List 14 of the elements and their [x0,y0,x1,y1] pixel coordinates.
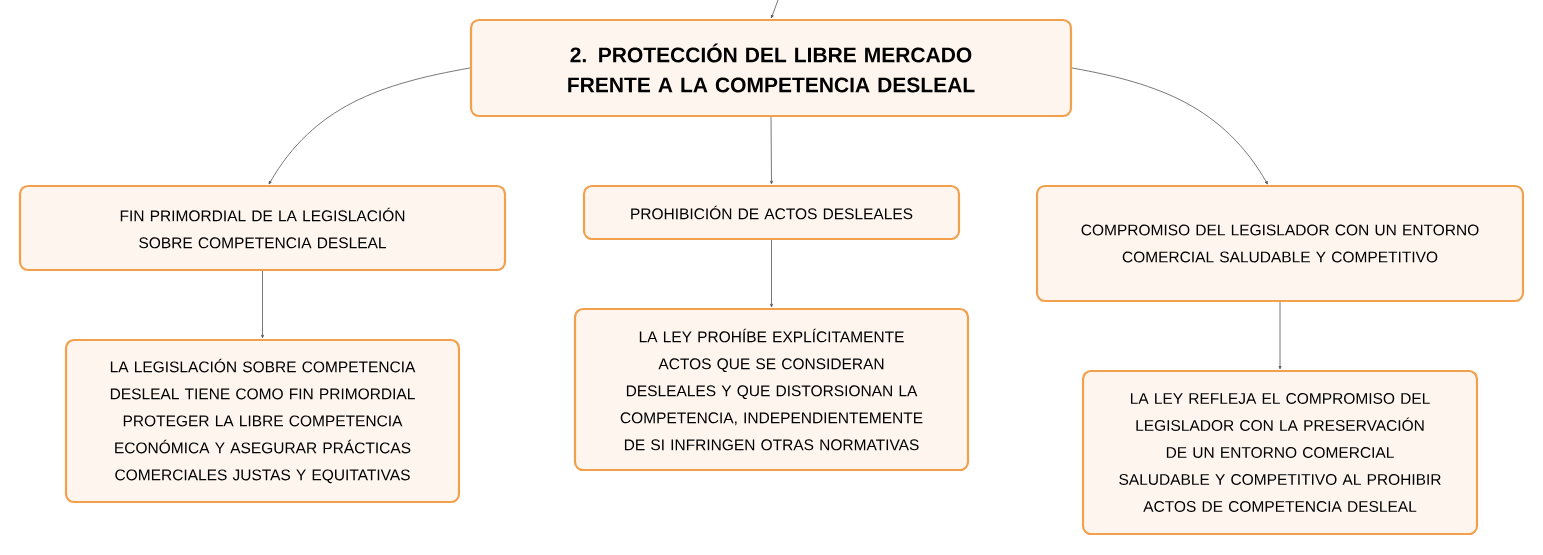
topic-box: COMPROMISO DEL LEGISLADOR CON UN ENTORNO COMERCIAL SALUDABLE Y COMPETITIVO [1035,184,1525,303]
arrow [770,0,779,19]
topic-box: PROHIBICIÓN DE ACTOS DESLEALES [582,184,961,241]
topic-box: 2. PROTECCIÓN DEL LIBRE MERCADO FRENTE A LA COMPETENCIA DESLEAL [469,18,1073,118]
arrow [261,270,264,339]
topic-box: LA LEY PROHÍBE EXPLÍCITAMENTE ACTOS QUE SE CONSIDERAN DESLEALES Y QUE DISTORSIONAN LA COMPETENCIA, INDEPENDIENTEMENTE DE SI INFRINGEN OTRAS NORMATIVAS [573,307,970,472]
arrow [770,239,773,308]
arrow [268,67,471,185]
topic-box: LA LEGISLACIÓN SOBRE COMPETENCIA DESLEAL TIENE COMO FIN PRIMORDIAL PROTEGER LA LIBRE COMPETENCIA ECONÓMICA Y ASEGURAR PRÁCTICAS COMERCIALES JUSTAS Y EQUITATIVAS [64,338,461,504]
arrow [1071,67,1268,185]
topic-box: FIN PRIMORDIAL DE LA LEGISLACIÓN SOBRE COMPETENCIA DESLEAL [18,184,507,272]
topic-box: LA LEY REFLEJA EL COMPROMISO DEL LEGISLADOR CON LA PRESERVACIÓN DE UN ENTORNO COMERCIAL SALUDABLE Y COMPETITIVO AL PROHIBIR ACTOS DE COMPETENCIA DESLEAL [1081,369,1479,536]
arrow [1278,301,1282,370]
arrow [770,116,773,185]
